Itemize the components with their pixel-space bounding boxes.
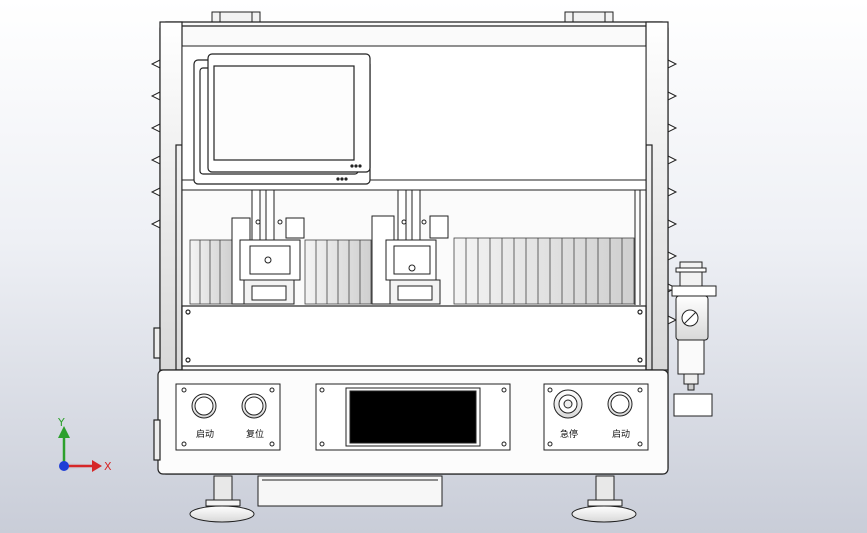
xyz-triad-icon	[58, 426, 104, 472]
start-button-left[interactable]	[191, 393, 217, 419]
top-hinge-left	[211, 11, 261, 23]
top-hinge-right	[564, 11, 614, 23]
reset-button[interactable]	[241, 393, 267, 419]
left-vents	[150, 59, 161, 229]
center-display	[315, 383, 511, 451]
bottom-drawer	[257, 475, 443, 507]
fin-bank-middle	[304, 239, 372, 305]
fin-bank-right	[453, 237, 635, 305]
fin-bank-left	[189, 239, 233, 305]
x-axis-label: X	[104, 460, 112, 473]
clamp-assembly-left	[231, 217, 305, 305]
lower-guard	[181, 305, 647, 367]
start-left-label: 启动	[196, 428, 214, 440]
start-button-right[interactable]	[607, 391, 633, 417]
emergency-stop-label: 急停	[560, 428, 578, 440]
foot-right	[571, 475, 637, 523]
y-axis-label: Y	[57, 416, 65, 429]
emergency-stop-button[interactable]	[553, 389, 583, 419]
left-control-panel	[175, 383, 281, 451]
right-vents	[667, 59, 678, 325]
start-right-label: 启动	[612, 428, 630, 440]
touch-screen[interactable]	[193, 53, 371, 185]
clamp-assembly-right	[371, 215, 449, 305]
foot-left	[189, 475, 255, 523]
air-filter-regulator	[668, 261, 717, 417]
reset-label: 复位	[246, 428, 264, 440]
